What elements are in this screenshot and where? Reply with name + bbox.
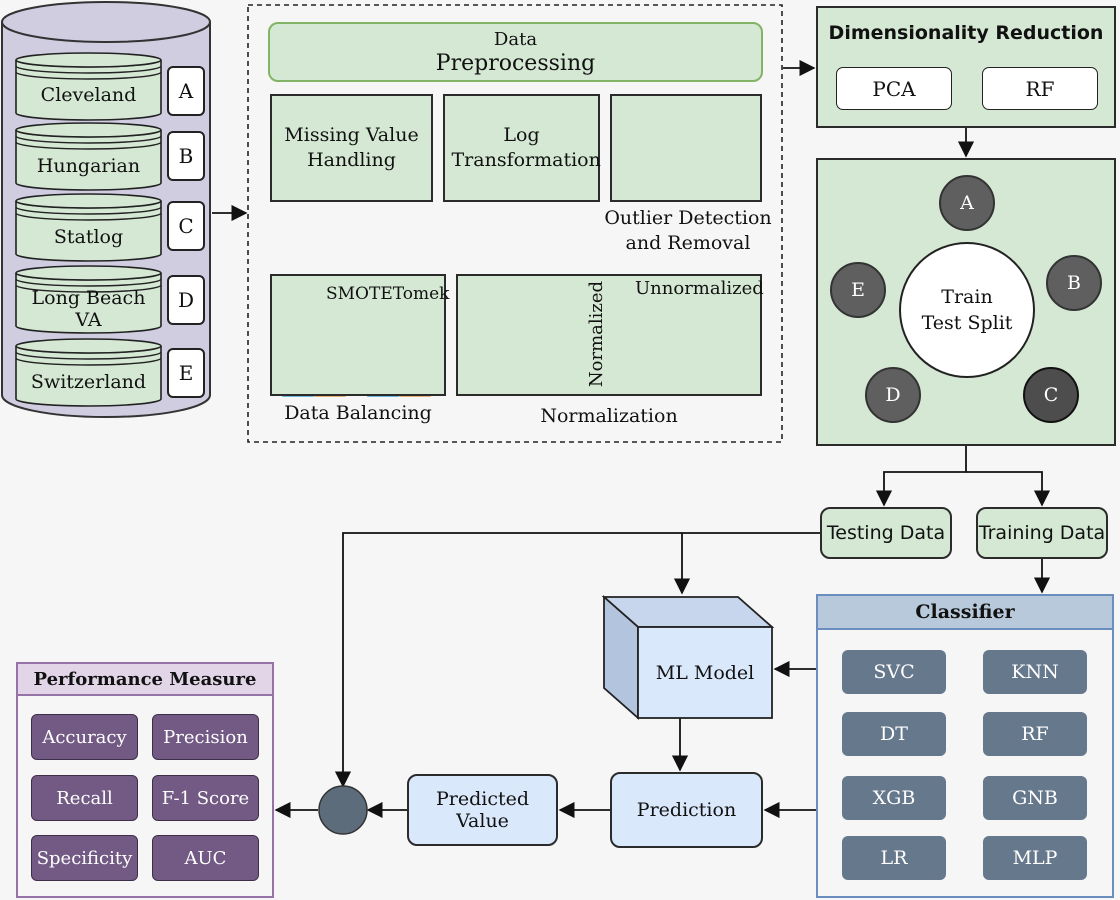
preprocessing-frame — [247, 4, 783, 443]
metric-accuracy: Accuracy — [31, 714, 138, 760]
dataset-letter-d: D — [167, 275, 205, 325]
dataset-letter-b: B — [167, 131, 205, 181]
dimred-pca: PCA — [836, 67, 952, 110]
preprocessing-title-line2: Preprocessing — [435, 51, 596, 76]
ml-model-label: ML Model — [655, 661, 755, 684]
outlier-box — [610, 94, 762, 202]
balancing-box — [270, 274, 446, 396]
dataset-disk — [15, 122, 162, 191]
missing-value-box: Missing Value Handling — [270, 94, 433, 202]
comparison-node — [318, 785, 368, 835]
classifier-rf: RF — [983, 712, 1087, 756]
split-node-e: E — [830, 262, 886, 318]
outlier-caption-line2: and Removal — [625, 232, 751, 254]
classifier-mlp: MLP — [983, 836, 1087, 880]
dataset-letter-e: E — [167, 348, 205, 398]
split-node-a: A — [939, 175, 995, 231]
unnormalized-label: Unnormalized — [635, 278, 764, 299]
dimred-rf: RF — [982, 67, 1098, 110]
normalization-caption: Normalization — [540, 405, 678, 427]
split-center-label: Train Test Split — [921, 286, 1013, 334]
arrow-testing-to-compare — [334, 532, 682, 788]
arrow-testing-to-model — [673, 532, 820, 595]
classifier-xgb: XGB — [842, 776, 946, 820]
split-node-d: D — [865, 367, 921, 423]
classifier-lr: LR — [842, 836, 946, 880]
dataset-disk — [15, 52, 162, 121]
log-transform-label: Log Transformation — [451, 124, 601, 171]
dataset-label-cleveland: Cleveland — [40, 84, 137, 106]
normalized-label: Normalized — [585, 280, 607, 388]
split-node-b: B — [1046, 255, 1102, 311]
classifier-dt: DT — [842, 712, 946, 756]
dataset-label-long-beach: Long Beach VA — [31, 287, 146, 331]
classifier-knn: KNN — [983, 650, 1087, 694]
metric-auc: AUC — [152, 835, 259, 881]
performance-title: Performance Measure — [18, 664, 272, 696]
preprocessing-title-box: Data Preprocessing — [268, 22, 763, 82]
split-node-c: C — [1023, 367, 1079, 423]
preprocessing-title-line1: Data — [493, 29, 538, 50]
classifier-gnb: GNB — [983, 776, 1087, 820]
arrow-to-testing — [875, 446, 967, 507]
dataset-letter-a: A — [167, 66, 205, 116]
arrow-to-training — [966, 471, 1051, 507]
dataset-label-statlog: Statlog — [53, 226, 124, 248]
classifier-title: Classifier — [818, 596, 1112, 630]
metric-recall: Recall — [31, 775, 138, 821]
metric-precision: Precision — [152, 714, 259, 760]
dataset-disk — [15, 265, 162, 334]
metric-f1-score: F-1 Score — [152, 775, 259, 821]
dataset-disk — [15, 193, 162, 262]
dataset-disks — [15, 52, 162, 407]
split-center: Train Test Split — [899, 242, 1035, 378]
training-data-box: Training Data — [976, 507, 1108, 559]
missing-value-label: Missing Value Handling — [284, 124, 419, 171]
dataset-disk — [15, 338, 162, 407]
classifier-svc: SVC — [842, 650, 946, 694]
predicted-value-box: Predicted Value — [407, 774, 558, 846]
dimred-title: Dimensionality Reduction — [828, 22, 1104, 44]
prediction-box: Prediction — [610, 772, 763, 848]
log-transform-box: Log Transformation — [443, 94, 601, 202]
dataset-label-hungarian: Hungarian — [36, 155, 141, 177]
dataset-letter-c: C — [167, 201, 205, 251]
testing-data-box: Testing Data — [820, 507, 952, 559]
data-balancing-caption: Data Balancing — [284, 402, 432, 424]
outlier-caption: Outlier Detection and Removal — [598, 206, 778, 256]
smote-label: SMOTETomek — [326, 284, 450, 304]
ml-model-cube — [601, 595, 775, 720]
dataset-label-switzerland: Switzerland — [30, 371, 147, 393]
normalization-box — [456, 274, 762, 396]
outlier-caption-line1: Outlier Detection — [604, 207, 772, 229]
metric-specificity: Specificity — [31, 835, 138, 881]
